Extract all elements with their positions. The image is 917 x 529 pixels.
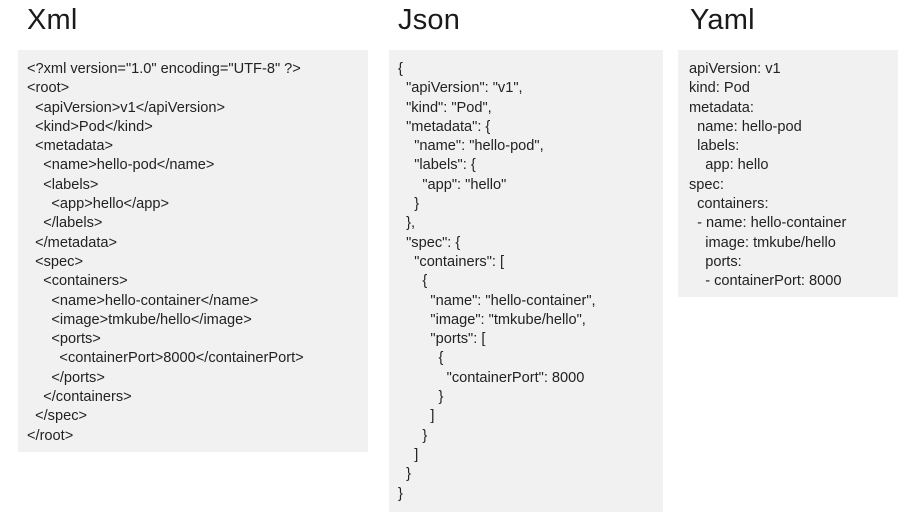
- code-line: {: [398, 350, 444, 367]
- code-line: <metadata>: [27, 138, 114, 155]
- code-line: },: [398, 215, 416, 232]
- code-line: "metadata": {: [398, 118, 491, 135]
- code-line: "name": "hello-container",: [398, 292, 596, 309]
- code-line: </ports>: [27, 369, 105, 386]
- code-line: <kind>Pod</kind>: [27, 118, 153, 135]
- code-line: }: [398, 466, 411, 483]
- code-line: <ports>: [27, 331, 101, 348]
- code-line: </metadata>: [27, 234, 118, 251]
- code-line: <image>tmkube/hello</image>: [27, 311, 252, 328]
- code-line: "containerPort": 8000: [398, 369, 585, 386]
- code-line: "labels": {: [398, 157, 476, 174]
- code-line: <name>hello-container</name>: [27, 292, 259, 309]
- code-line: }: [398, 485, 403, 502]
- code-line: </labels>: [27, 215, 103, 232]
- code-block-xml: <?xml version="1.0" encoding="UTF-8" ?> <…: [18, 50, 368, 452]
- code-line: "ports": [: [398, 331, 486, 348]
- code-line: <apiVersion>v1</apiVersion>: [27, 99, 225, 116]
- code-line: <spec>: [27, 253, 83, 270]
- code-line: <containerPort>8000</containerPort>: [27, 350, 304, 367]
- column-heading-xml: Xml: [27, 4, 78, 36]
- code-block-yaml: apiVersion: v1 kind: Pod metadata: name: h…: [678, 50, 898, 297]
- code-line: <?xml version="1.0" encoding="UTF-8" ?>: [27, 61, 301, 77]
- code-line: "app": "hello": [398, 176, 507, 193]
- code-line: apiVersion: v1: [689, 61, 781, 77]
- code-line: metadata:: [689, 99, 754, 116]
- code-line: }: [398, 196, 420, 213]
- column-heading-yaml: Yaml: [690, 4, 755, 36]
- code-line: "image": "tmkube/hello",: [398, 311, 586, 328]
- code-line: containers:: [689, 196, 769, 213]
- code-line: - name: hello-container: [689, 215, 847, 232]
- code-line: name: hello-pod: [689, 118, 802, 135]
- code-block-json: { "apiVersion": "v1", "kind": "Pod", "me…: [389, 50, 663, 512]
- code-line: labels:: [689, 138, 740, 155]
- code-line: ports:: [689, 253, 742, 270]
- code-line: "kind": "Pod",: [398, 99, 492, 116]
- code-line: spec:: [689, 176, 724, 193]
- column-heading-json: Json: [398, 4, 461, 36]
- code-line: }: [398, 389, 444, 406]
- code-line: <app>hello</app>: [27, 196, 170, 213]
- code-line: <containers>: [27, 273, 128, 290]
- code-line: {: [398, 273, 428, 290]
- code-line: </containers>: [27, 389, 132, 406]
- code-line: - containerPort: 8000: [689, 273, 842, 290]
- code-line: <root>: [27, 80, 70, 97]
- code-line: ]: [398, 408, 435, 425]
- code-line: </root>: [27, 427, 74, 444]
- code-line: {: [398, 61, 403, 77]
- code-line: <name>hello-pod</name>: [27, 157, 215, 174]
- code-line: <labels>: [27, 176, 99, 193]
- code-line: app: hello: [689, 157, 769, 174]
- code-line: </spec>: [27, 408, 88, 425]
- code-line: "apiVersion": "v1",: [398, 80, 523, 97]
- code-line: image: tmkube/hello: [689, 234, 836, 251]
- code-line: "name": "hello-pod",: [398, 138, 544, 155]
- code-line: kind: Pod: [689, 80, 750, 97]
- code-line: "spec": {: [398, 234, 461, 251]
- code-line: }: [398, 427, 428, 444]
- code-line: "containers": [: [398, 253, 505, 270]
- code-line: ]: [398, 446, 419, 463]
